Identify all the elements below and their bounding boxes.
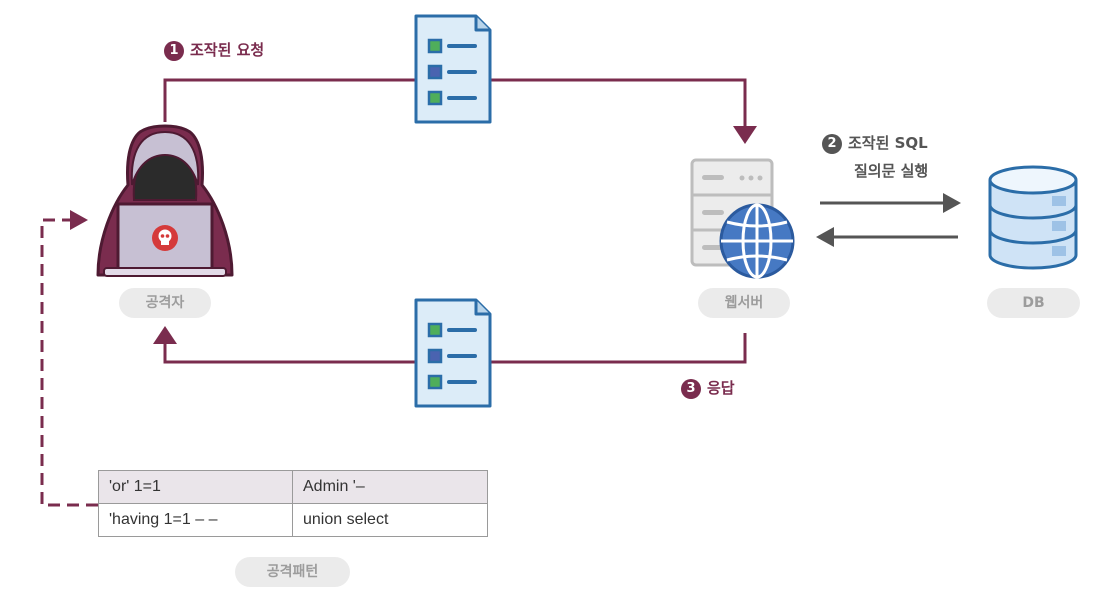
step1-number: 1 xyxy=(164,41,184,61)
request-document-icon xyxy=(414,14,492,124)
step2-label: 2 조작된 SQL xyxy=(822,132,928,154)
server-globe-icon xyxy=(690,158,795,279)
request-arrowhead xyxy=(733,126,757,144)
response-arrowhead xyxy=(153,326,177,344)
step3-label: 3 응답 xyxy=(681,377,735,399)
table-cell: union select xyxy=(292,503,488,537)
table-cell: 'having 1=1 – – xyxy=(98,503,293,537)
table-cell: 'or' 1=1 xyxy=(98,470,293,504)
attacker-label: 공격자 xyxy=(119,288,211,318)
table-row: 'or' 1=1 Admin '– xyxy=(98,470,488,504)
step1-text: 조작된 요청 xyxy=(190,41,265,59)
webserver-label: 웹서버 xyxy=(698,288,790,318)
step2-text-line1: 조작된 SQL xyxy=(848,134,928,152)
pattern-arrowhead xyxy=(70,210,88,230)
attack-pattern-caption: 공격패턴 xyxy=(235,557,350,587)
step2-text-line2: 질의문 실행 xyxy=(854,162,929,180)
table-row: 'having 1=1 – – union select xyxy=(98,503,488,537)
pattern-dashed-line xyxy=(40,218,98,507)
attack-pattern-table: 'or' 1=1 Admin '– 'having 1=1 – – union … xyxy=(98,470,488,537)
step1-label: 1 조작된 요청 xyxy=(164,39,264,61)
response-document-icon xyxy=(414,298,492,408)
step3-number: 3 xyxy=(681,379,701,399)
database-icon xyxy=(988,165,1078,270)
step3-text: 응답 xyxy=(707,379,735,397)
table-cell: Admin '– xyxy=(292,470,488,504)
step2-number: 2 xyxy=(822,134,842,154)
db-label: DB xyxy=(987,288,1080,318)
hooded-hacker-icon xyxy=(96,124,234,277)
query-arrowhead xyxy=(943,193,961,213)
result-arrowhead xyxy=(816,227,834,247)
